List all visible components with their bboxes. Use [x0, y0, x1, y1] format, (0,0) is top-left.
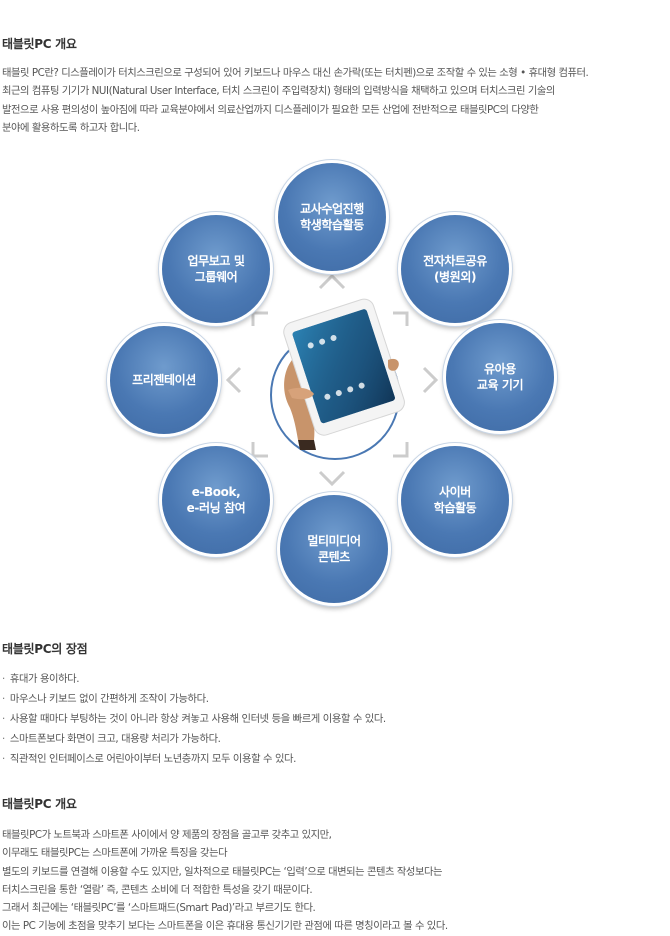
node-label: 사이버 학습활동: [433, 485, 477, 515]
list-item: 직관적인 인터페이스로 어린아이부터 노년층까지 모두 이용할 수 있다.: [2, 749, 386, 769]
list-item: 사용할 때마다 부팅하는 것이 아니라 항상 켜놓고 사용해 인터넷 등을 빠르…: [2, 709, 386, 729]
overview-line: 발전으로 사용 편의성이 높아짐에 따라 교육분야에서 의료산업까지 디스플레이…: [2, 103, 539, 116]
overview-line: 최근의 컴퓨팅 기기가 NUI(Natural User Interface, …: [2, 85, 555, 98]
chevron-left-icon: [225, 366, 242, 394]
bracket-top-right-icon: [393, 311, 409, 326]
overview-line: 별도의 키보드를 연결해 이용할 수도 있지만, 일차적으로 태블릿PC는 ‘입…: [2, 865, 443, 878]
tablet-in-hand-image: [283, 298, 405, 450]
overview-line: 태블릿PC가 노트북과 스마트폰 사이에서 양 제품의 장점을 골고루 갖추고 …: [2, 829, 332, 841]
bracket-top-left-icon: [251, 311, 268, 326]
diagram-node-cyber-learning: 사이버 학습활동: [401, 446, 509, 554]
bracket-bottom-left-icon: [251, 442, 268, 458]
node-label: e-Book, e-러닝 참여: [186, 485, 246, 515]
diagram-node-teaching: 교사수업진행 학생학습활동: [278, 163, 386, 271]
overview-line: 이는 PC 기능에 초점을 맞추기 보다는 스마트폰을 이은 휴대용 통신기기란…: [2, 920, 448, 933]
node-label: 멀티미디어 콘텐츠: [307, 534, 361, 564]
advantages-list: 휴대가 용이하다. 마우스나 키보드 없이 간편하게 조작이 가능하다. 사용할…: [2, 669, 386, 769]
node-label: 교사수업진행 학생학습활동: [300, 202, 364, 232]
chevron-up-icon: [318, 273, 346, 290]
node-label: 유아용 교육 기기: [476, 362, 524, 392]
diagram-node-e-chart: 전자차트공유 (병원외): [401, 215, 509, 323]
diagram-node-multimedia: 멀티미디어 콘텐츠: [280, 495, 388, 603]
chevron-down-icon: [318, 470, 346, 487]
node-label: 프리젠테이션: [132, 373, 196, 387]
overview-line: 이무래도 태블릿PC는 스마트폰에 가까운 특징을 갖는다: [2, 847, 228, 860]
list-item: 휴대가 용이하다.: [2, 669, 386, 689]
node-label: 전자차트공유 (병원외): [423, 254, 487, 284]
bracket-bottom-right-icon: [393, 442, 409, 458]
overview-paragraph-2: 태블릿PC가 노트북과 스마트폰 사이에서 양 제품의 장점을 골고루 갖추고 …: [2, 826, 668, 936]
overview-line: 분야에 활용하도록 하고자 합니다.: [2, 121, 140, 134]
list-item: 마우스나 키보드 없이 간편하게 조작이 가능하다.: [2, 689, 386, 709]
diagram-decorations: [225, 273, 439, 487]
diagram-node-groupware: 업무보고 및 그룹웨어: [162, 215, 270, 323]
overview-line: 터치스크린을 통한 ‘열람’ 즉, 콘텐츠 소비에 더 적합한 특성을 갖기 때…: [2, 883, 313, 896]
diagram-node-presentation: 프리젠테이션: [110, 326, 218, 434]
overview-paragraph: 태블릿 PC란? 디스플레이가 터치스크린으로 구성되어 있어 키보드나 마우스…: [2, 64, 668, 137]
section-title-overview-2: 태블릿PC 개요: [2, 797, 77, 811]
overview-line: 그래서 최근에는 ‘태블릿PC’를 ‘스마트패드(Smart Pad)’라고 부…: [2, 902, 316, 915]
section-title-advantages: 태블릿PC의 장점: [2, 642, 88, 656]
node-label: 업무보고 및 그룹웨어: [187, 254, 245, 284]
diagram-node-child-education: 유아용 교육 기기: [446, 323, 554, 431]
list-item: 스마트폰보다 화면이 크고, 대용량 처리가 가능하다.: [2, 729, 386, 749]
overview-line: 태블릿 PC란? 디스플레이가 터치스크린으로 구성되어 있어 키보드나 마우스…: [2, 67, 589, 79]
section-title-overview: 태블릿PC 개요: [2, 37, 77, 51]
tablet-usage-diagram: 교사수업진행 학생학습활동 전자차트공유 (병원외) 유아용 교육 기기 사이버…: [0, 150, 670, 610]
chevron-right-icon: [422, 366, 439, 394]
diagram-node-ebook: e-Book, e-러닝 참여: [162, 446, 270, 554]
